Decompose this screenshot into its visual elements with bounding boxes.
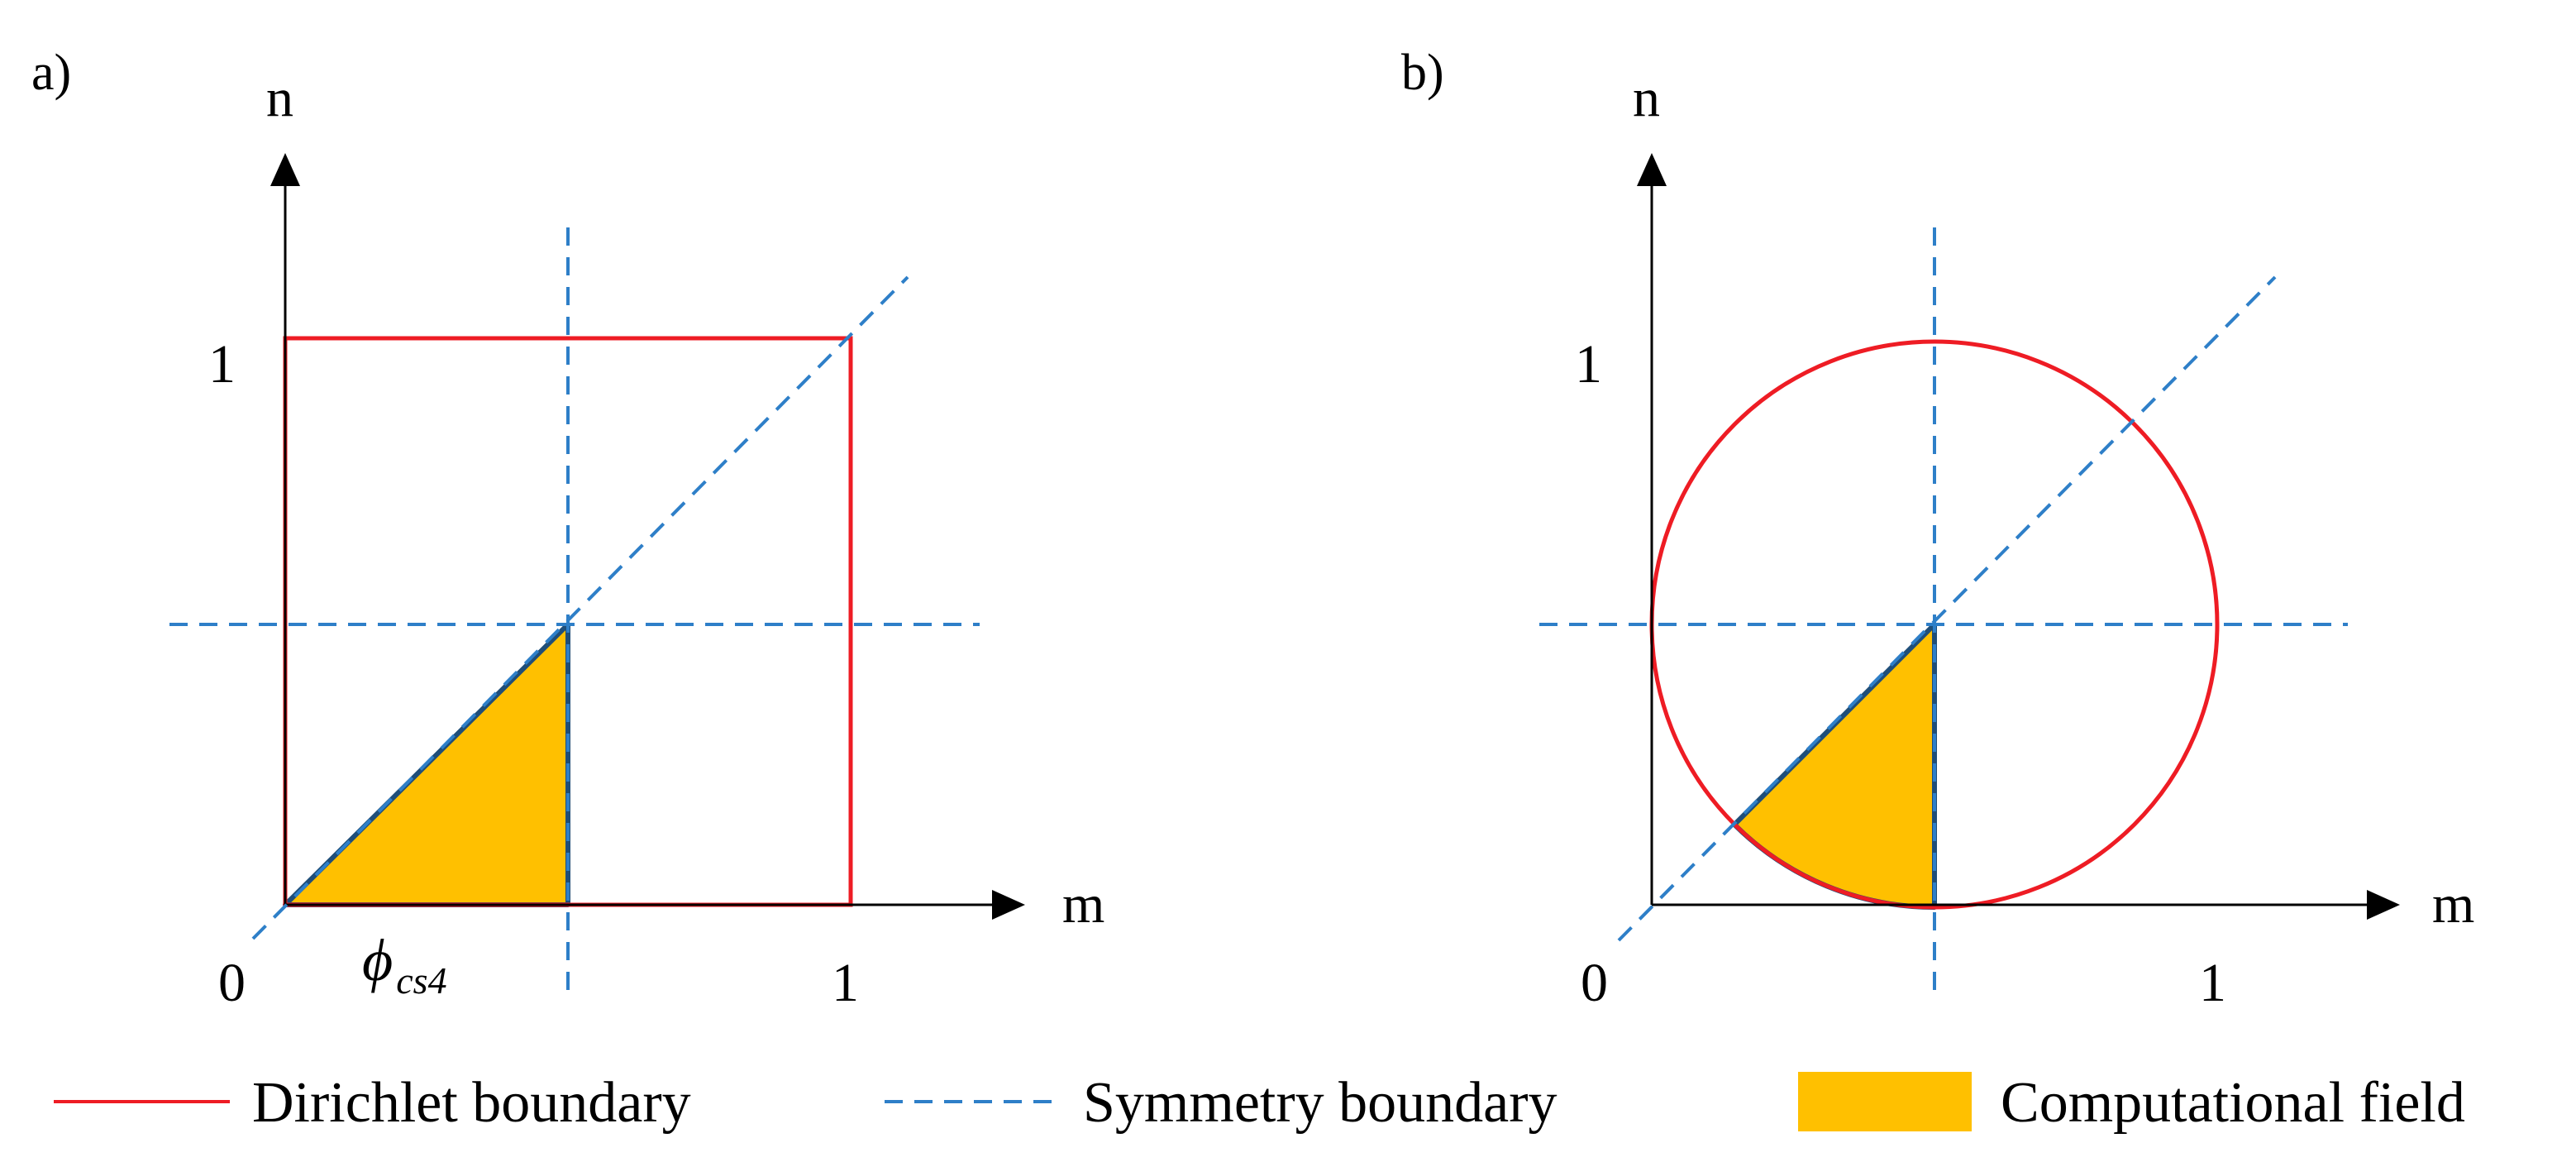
panel-a-x-tick-label: 1 (832, 953, 859, 1013)
panel-a: a) n m 1 0 1 ϕcs4 (31, 45, 1104, 1013)
panel-a-origin-label: 0 (218, 953, 246, 1013)
panel-b-x-axis-arrow-icon (2367, 890, 2400, 920)
panel-b-origin-label: 0 (1581, 953, 1608, 1013)
panel-b-label: b) (1401, 45, 1444, 101)
panel-b-x-axis-label: m (2432, 874, 2474, 935)
legend-symmetry-label: Symmetry boundary (1083, 1071, 1558, 1135)
panel-b-computational-field (1732, 622, 1937, 911)
panel-a-field-symbol: ϕcs4 (362, 927, 447, 1002)
legend-item-computational: Computational field (1798, 1071, 2465, 1135)
panel-a-x-axis-label: m (1062, 874, 1104, 935)
panel-a-y-tick-label: 1 (208, 334, 236, 395)
legend-dirichlet-label: Dirichlet boundary (252, 1071, 691, 1135)
legend: Dirichlet boundary Symmetry boundary Com… (54, 1071, 2465, 1135)
legend-computational-label: Computational field (2001, 1071, 2465, 1135)
panel-a-label: a) (31, 45, 71, 101)
panel-a-y-axis-label: n (266, 68, 293, 128)
panel-a-y-axis-arrow-icon (270, 153, 300, 186)
panel-b-y-axis-arrow-icon (1637, 153, 1667, 186)
panel-b-y-axis-label: n (1633, 68, 1660, 128)
panel-b: b) n m 1 0 1 (1401, 45, 2474, 1013)
legend-item-symmetry: Symmetry boundary (885, 1071, 1558, 1135)
panel-a-x-axis-arrow-icon (992, 890, 1025, 920)
panel-b-x-tick-label: 1 (2199, 953, 2226, 1013)
panel-b-y-tick-label: 1 (1575, 334, 1602, 395)
panel-b-symmetry-diagonal (1617, 275, 2277, 942)
panel-a-symmetry-diagonal (251, 275, 909, 940)
legend-computational-swatch (1798, 1072, 1972, 1131)
legend-item-dirichlet: Dirichlet boundary (54, 1071, 691, 1135)
